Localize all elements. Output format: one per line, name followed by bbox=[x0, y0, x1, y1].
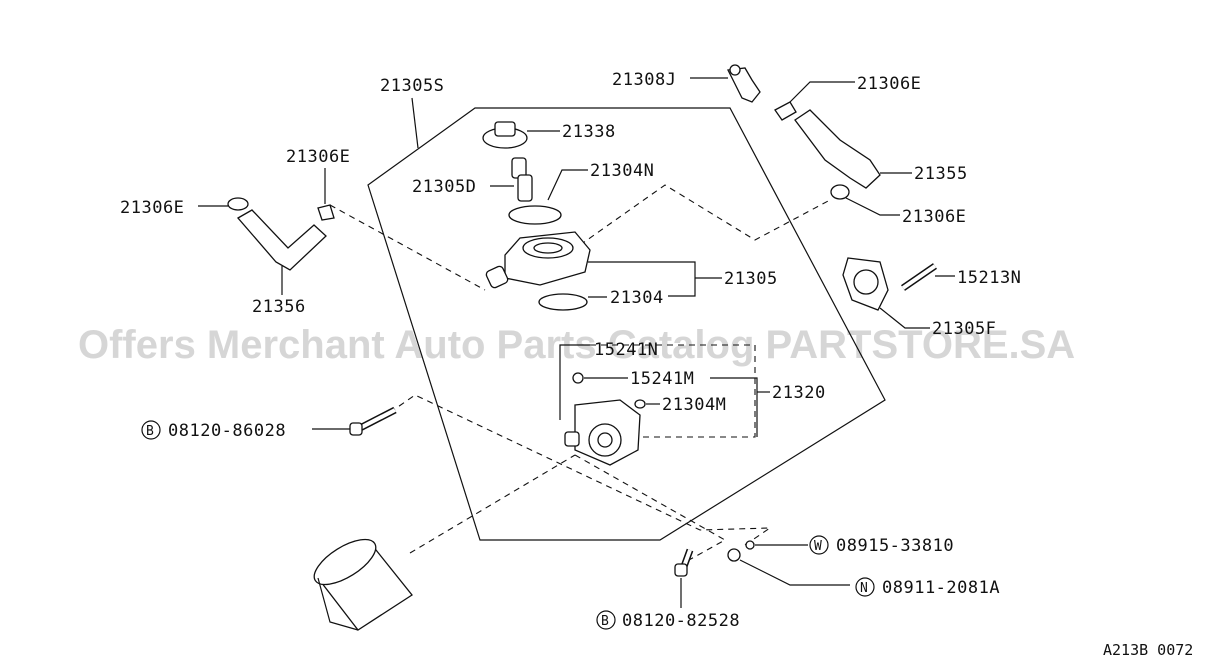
bolt-route-lower bbox=[574, 454, 727, 566]
label-21304: 21304 bbox=[610, 288, 664, 308]
clamp-21306E-top-icon bbox=[774, 101, 797, 121]
oring-21304-icon bbox=[538, 293, 588, 311]
label-15241M: 15241M bbox=[630, 369, 694, 389]
bracket-15241N-left bbox=[559, 344, 590, 420]
label-15213N: 15213N bbox=[957, 268, 1021, 288]
label-21355: 21355 bbox=[914, 164, 968, 184]
cap-21338-icon bbox=[482, 121, 528, 149]
prefix-w: W bbox=[814, 539, 822, 554]
prefix-circle-n bbox=[855, 577, 875, 597]
label-08915-33810: 08915-33810 bbox=[836, 536, 954, 556]
valve-21305D-icon bbox=[511, 157, 533, 202]
label-08120-82528: 08120-82528 bbox=[622, 611, 740, 631]
nut-08911-2081A-icon bbox=[727, 548, 741, 562]
clamp-21306E-left-icon bbox=[227, 197, 249, 211]
hose-21355-icon bbox=[794, 109, 881, 189]
leader-08911-2081A bbox=[739, 559, 850, 586]
hose-route-upper bbox=[329, 204, 486, 291]
label-21305D: 21305D bbox=[412, 177, 476, 197]
bolt-route-upper bbox=[371, 394, 772, 546]
prefix-circle-b1 bbox=[141, 420, 161, 440]
oring-21304M-icon bbox=[634, 399, 646, 409]
stud-15213N-icon bbox=[901, 263, 937, 291]
diagram-reference-code: A213B 0072 bbox=[1103, 641, 1193, 659]
prefix-circle-w bbox=[809, 535, 829, 555]
prefix-n: N bbox=[860, 581, 868, 596]
assembly-outline bbox=[367, 107, 886, 541]
label-08120-86028: 08120-86028 bbox=[168, 421, 286, 441]
prefix-b1: B bbox=[146, 424, 154, 439]
label-21306E-left-top: 21306E bbox=[286, 147, 350, 167]
label-21304N: 21304N bbox=[590, 161, 654, 181]
leader-21304N bbox=[547, 169, 588, 201]
label-21356: 21356 bbox=[252, 297, 306, 317]
clamp-21306E-right-icon bbox=[830, 184, 850, 200]
bolt-08120-82528-icon bbox=[674, 548, 694, 577]
gasket-21305F-icon bbox=[842, 257, 889, 311]
label-21338: 21338 bbox=[562, 122, 616, 142]
oil-cooler-21305-icon bbox=[485, 231, 591, 289]
leader-21305-bracket bbox=[588, 261, 696, 297]
label-21304M: 21304M bbox=[662, 395, 726, 415]
fitting-21308J-icon bbox=[727, 64, 761, 103]
leader-21306E-top bbox=[789, 81, 855, 103]
oil-filter-icon bbox=[313, 538, 413, 631]
leader-21305F bbox=[879, 307, 930, 329]
label-15241N: 15241N bbox=[594, 340, 658, 360]
label-21308J: 21308J bbox=[612, 70, 676, 90]
label-21305: 21305 bbox=[724, 269, 778, 289]
leader-21306E-right bbox=[845, 197, 900, 216]
label-21306E-right: 21306E bbox=[902, 207, 966, 227]
oring-21304N-icon bbox=[508, 205, 562, 225]
label-21306E-left: 21306E bbox=[120, 198, 184, 218]
washer-08915-33810-icon bbox=[745, 540, 755, 550]
hose-route-right bbox=[579, 184, 831, 246]
leader-21305S bbox=[411, 97, 419, 149]
filter-bracket-21320-icon bbox=[564, 399, 641, 466]
label-21320: 21320 bbox=[772, 383, 826, 403]
plug-15241M-icon bbox=[572, 372, 584, 384]
clamp-21306E-left-top-icon bbox=[317, 204, 335, 221]
label-21306E-top: 21306E bbox=[857, 74, 921, 94]
bolt-08120-86028-icon bbox=[349, 406, 397, 436]
hose-21356-icon bbox=[236, 209, 327, 271]
leader-21320-bracket bbox=[710, 377, 758, 437]
label-21305F: 21305F bbox=[932, 319, 996, 339]
prefix-circle-b2 bbox=[596, 610, 616, 630]
prefix-b2: B bbox=[601, 614, 609, 629]
label-08911-2081A: 08911-2081A bbox=[882, 578, 1000, 598]
label-21305S: 21305S bbox=[380, 76, 444, 96]
filter-route bbox=[409, 454, 576, 554]
bracket-15241N bbox=[590, 344, 756, 438]
